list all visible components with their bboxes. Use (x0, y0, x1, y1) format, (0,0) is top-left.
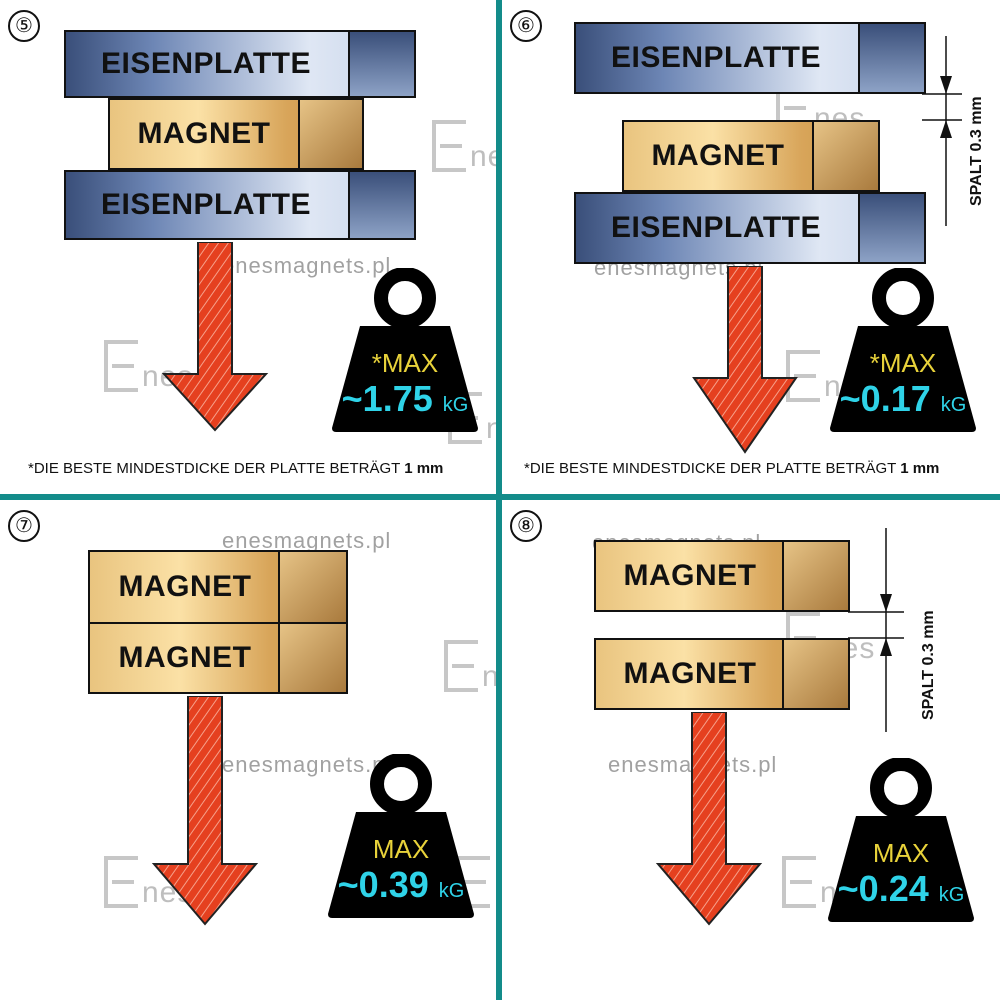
iron-plate-bottom: EISENPLATTE (574, 192, 926, 264)
weight-icon: *MAX ~0.17 kG (828, 267, 978, 438)
weight-icon: MAX ~0.24 kG (826, 757, 976, 928)
gap-label: SPALT 0.3 mm (920, 610, 937, 720)
force-arrow (692, 266, 798, 454)
plate-thickness-note: *DIE BESTE MINDESTDICKE DER PLATTE BETRÄ… (524, 460, 940, 477)
vertical-divider (496, 0, 502, 1000)
max-value: ~0.17 kG (839, 378, 967, 419)
gap-label: SPALT 0.3 mm (968, 96, 985, 206)
magnet-block: MAGNET (88, 550, 348, 624)
panel-6: ⑥ nes nes enesmagnets.pl EISENPLATTE MAG… (502, 0, 998, 496)
step-number: ⑧ (510, 510, 542, 542)
magnet-block: MAGNET (594, 540, 850, 612)
panel-5: ⑤ nes nes nes nes enesmagnets.pl EISENPL… (0, 0, 496, 496)
step-number: ⑦ (8, 510, 40, 542)
watermark-url: enesmagnets.pl (222, 253, 392, 278)
iron-plate-top: EISENPLATTE (64, 30, 416, 98)
force-arrow (161, 242, 269, 432)
enes-watermark: nes (432, 120, 496, 172)
force-arrow (655, 712, 763, 926)
max-label: *MAX (869, 348, 937, 378)
weight-icon: MAX ~0.39 kG (326, 753, 476, 924)
gap-dimension (922, 36, 962, 226)
magnet-block: MAGNET (622, 120, 880, 192)
magnet-block: MAGNET (594, 638, 850, 710)
panel-8: ⑧ enesmagnets.pl enesmagnets.pl nes nes … (502, 500, 998, 996)
iron-plate-top: EISENPLATTE (574, 22, 926, 94)
step-number: ⑥ (510, 10, 542, 42)
weight-icon: *MAX ~1.75 kG (330, 267, 480, 438)
watermark-url: enesmagnets.pl (222, 528, 392, 553)
max-value: ~0.24 kG (837, 868, 965, 909)
magnet-block: MAGNET (88, 622, 348, 694)
plate-thickness-note: *DIE BESTE MINDESTDICKE DER PLATTE BETRÄ… (28, 460, 444, 477)
max-label: *MAX (371, 348, 439, 378)
panel-7: ⑦ enesmagnets.pl enesmagnets.pl nes nes … (0, 500, 496, 996)
force-arrow (151, 696, 259, 926)
max-label: MAX (872, 838, 930, 868)
horizontal-divider (0, 494, 1000, 500)
enes-watermark: nes (444, 640, 496, 692)
max-value: ~1.75 kG (341, 378, 469, 419)
watermark-url: enesmagnets.pl (222, 752, 392, 777)
gap-dimension (848, 528, 904, 732)
magnet-block: MAGNET (108, 98, 364, 170)
max-label: MAX (372, 834, 430, 864)
max-value: ~0.39 kG (337, 864, 465, 905)
iron-plate-bottom: EISENPLATTE (64, 170, 416, 240)
step-number: ⑤ (8, 10, 40, 42)
